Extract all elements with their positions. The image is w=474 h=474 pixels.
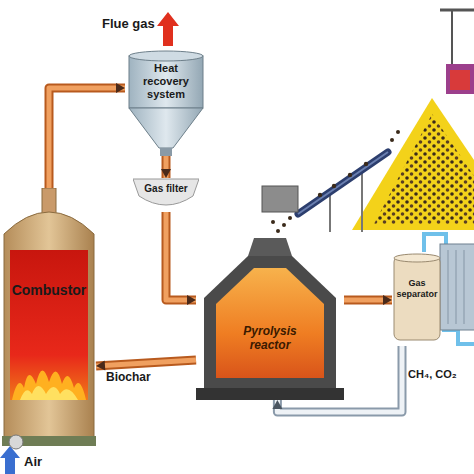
arrow-head (187, 295, 196, 305)
coal-piece (396, 130, 400, 134)
decor-shape (204, 256, 336, 388)
coal-piece (318, 193, 322, 197)
generator-rib (456, 250, 457, 324)
arrow-head (116, 83, 125, 93)
conveyor-support (361, 171, 363, 232)
generator-body (440, 244, 474, 330)
coal-piece (390, 138, 394, 142)
decor-shape (20, 386, 78, 400)
water-pipe (442, 330, 474, 344)
air-arrow (0, 446, 20, 474)
decor-shape (394, 254, 440, 262)
pipe-outline (162, 156, 171, 178)
crane-bucket (446, 64, 474, 94)
pipe-outline (344, 296, 392, 305)
annotation-label: Air (24, 454, 64, 469)
decor-shape (129, 51, 203, 61)
generator-rib (464, 250, 465, 324)
pile-coal (374, 114, 474, 224)
decor-shape (4, 212, 94, 438)
pipe-connector (161, 156, 171, 178)
conveyor-support (329, 192, 331, 232)
decor-shape (12, 370, 86, 400)
conveyor-belt (298, 152, 388, 214)
crane (440, 10, 474, 94)
hopper-box (262, 186, 298, 212)
pipe-outline (49, 88, 125, 188)
feed-hopper (262, 186, 298, 233)
decor-shape (129, 56, 203, 108)
coal-piece (332, 184, 336, 188)
decor-shape (160, 148, 172, 156)
heat-recovery-cyclone: Heat recovery system (125, 48, 207, 156)
gas-separator: Gas separator (392, 250, 442, 346)
arrow-head (383, 295, 392, 305)
conveyor-belt-line (298, 152, 388, 214)
pipe-core (49, 88, 125, 188)
flue-gas-arrow (157, 12, 179, 46)
decor-shape (196, 388, 344, 400)
crane-cable (451, 10, 453, 64)
combustor-unit: Combustor (2, 188, 96, 450)
pipe-core (166, 212, 196, 300)
pipe-connector (166, 212, 196, 305)
annotation-label: Flue gas (102, 16, 160, 31)
arrow-head (161, 169, 171, 178)
pipe-connector (344, 295, 392, 305)
pipe-connector (96, 360, 196, 370)
arrow-head (96, 360, 105, 370)
decor-shape (9, 435, 23, 449)
gas-filter: Gas filter (133, 178, 199, 212)
arrow-head (272, 400, 282, 409)
coal-piece (288, 216, 292, 220)
pipe-outline (166, 212, 196, 300)
node-label: Heat recovery system (133, 62, 199, 101)
decor-shape (248, 238, 292, 256)
node-label: Gas separator (392, 278, 442, 300)
pipe-core (96, 360, 196, 366)
coal-piece (276, 229, 280, 233)
decor-shape (216, 268, 324, 378)
pipe-connector (49, 83, 125, 188)
pyrolysis-reactor: Pyrolysis reactor (196, 238, 344, 400)
coal-piece (271, 220, 275, 224)
node-label: Gas filter (133, 183, 199, 195)
pipe-core (164, 156, 169, 178)
reactor-shape (196, 238, 344, 400)
coal-piece (282, 223, 286, 227)
edge-label: CH₄, CO₂ (408, 368, 472, 380)
pipe-outline (96, 360, 196, 366)
decor-shape (129, 108, 203, 148)
conveyor (298, 130, 400, 232)
coal-piece (348, 173, 352, 177)
generator-rib (448, 250, 449, 324)
decor-shape (133, 179, 199, 205)
decor-shape (10, 250, 88, 400)
crane-arm (440, 9, 474, 12)
combustor-shape (2, 188, 96, 450)
node-label: Pyrolysis reactor (226, 324, 314, 352)
edge-label: Biochar (106, 370, 166, 384)
crane-bucket-inner (450, 70, 470, 90)
coal-piece (364, 162, 368, 166)
pipe-core (344, 298, 392, 303)
node-label: Combustor (10, 282, 88, 298)
